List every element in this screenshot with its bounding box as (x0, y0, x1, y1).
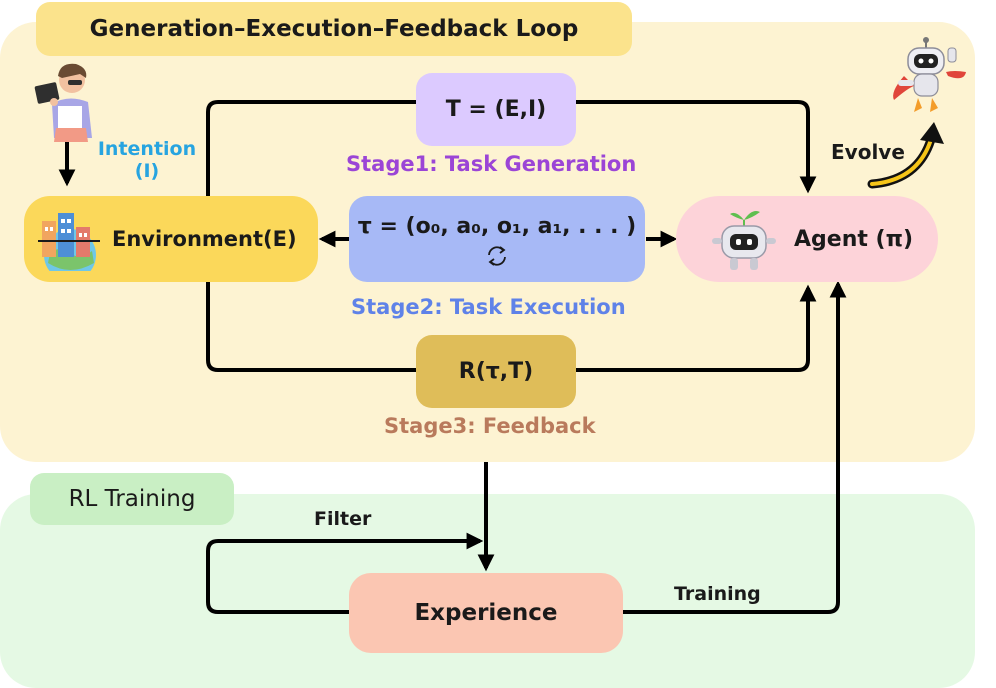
intention-line1: Intention (97, 138, 197, 160)
evolve-label: Evolve (831, 140, 905, 164)
edge-filter (206, 532, 484, 614)
stage2-label: Stage2: Task Execution (351, 295, 626, 319)
intention-line2: (I) (134, 160, 160, 182)
environment-label: Environment(E) (112, 227, 297, 251)
city-globe-icon (34, 207, 106, 281)
training-label: Training (674, 583, 761, 605)
experience-node: Experience (349, 573, 623, 653)
reward-node: R(τ,T) (416, 335, 576, 408)
flying-robot-icon (884, 36, 968, 118)
refresh-cycle-icon (482, 243, 512, 269)
rl-title: RL Training (30, 473, 234, 525)
agent-label: Agent (π) (794, 226, 914, 252)
trajectory-node: τ = (o₀, a₀, o₁, a₁, . . . ) (349, 196, 645, 282)
person-reading-icon (30, 58, 102, 144)
loop-title: Generation–Execution–Feedback Loop (36, 2, 632, 56)
robot-sprout-icon (706, 204, 782, 274)
agent-node: Agent (π) (676, 196, 938, 282)
intention-label: Intention (I) (92, 138, 202, 182)
filter-label: Filter (314, 508, 372, 530)
stage3-label: Stage3: Feedback (384, 414, 596, 438)
stage1-label: Stage1: Task Generation (346, 152, 637, 176)
environment-node: Environment(E) (24, 196, 318, 282)
trajectory-label: τ = (o₀, a₀, o₁, a₁, . . . ) (357, 213, 637, 239)
task-node: T = (E,I) (416, 73, 576, 146)
edge-training (622, 280, 847, 614)
